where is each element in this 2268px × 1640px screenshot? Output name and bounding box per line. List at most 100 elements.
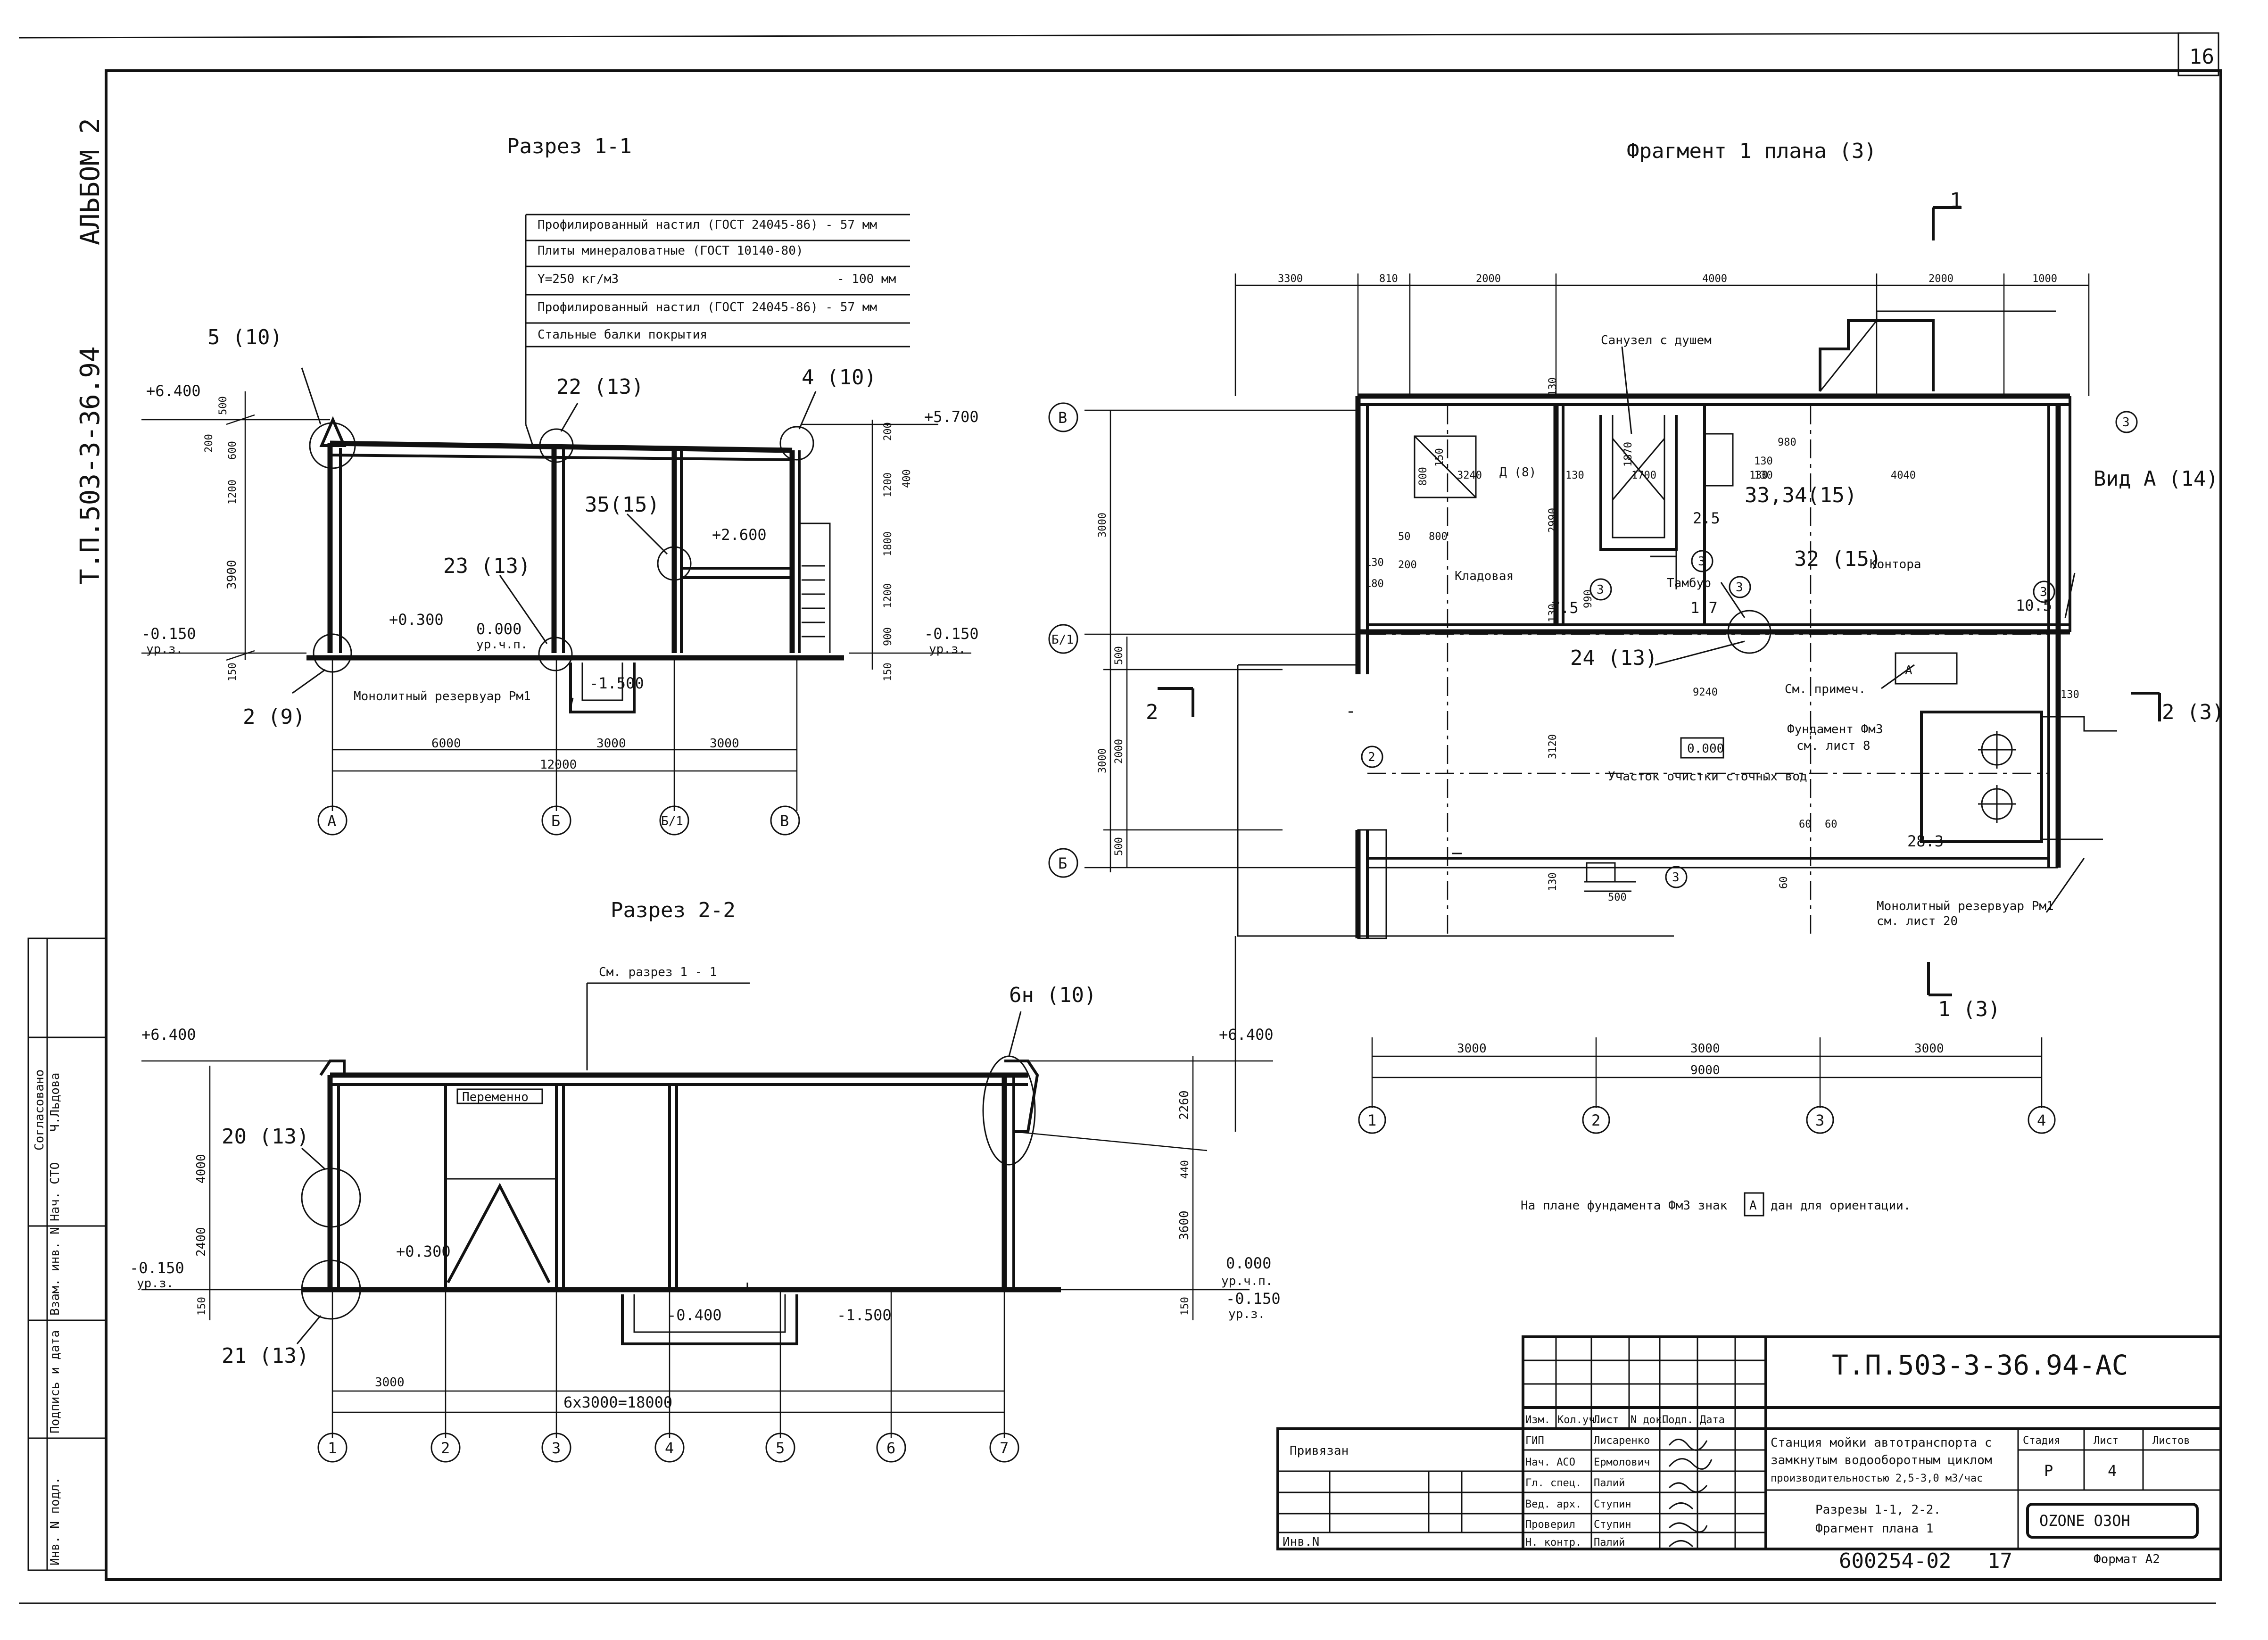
- plan-inner-1700: 1700: [1631, 470, 1656, 481]
- plan-inner-3120: 3120: [1547, 734, 1559, 759]
- dim-right-200: 200: [882, 422, 894, 441]
- level-floor-label: ур.ч.п.: [476, 638, 528, 652]
- tb-inventory: Инв.N: [1283, 1535, 1319, 1549]
- plan-row-axis-b: Б: [1058, 854, 1067, 872]
- dim-2-right-3600: 3600: [1177, 1210, 1192, 1240]
- level-plus-0300: +0.300: [389, 611, 444, 629]
- layer-1: Профилированный настил (ГОСТ 24045-86) -…: [538, 218, 877, 232]
- level-minus-1500: -1.500: [589, 674, 644, 692]
- dim-2-left-2400: 2400: [194, 1227, 208, 1257]
- plan-bottom-3000-b: 3000: [1690, 1042, 1720, 1056]
- dim-bottom-3000-b: 3000: [710, 737, 739, 751]
- level-0000: 0.000: [476, 620, 521, 638]
- callout-4-10: 4 (10): [802, 365, 877, 389]
- dim-left-600: 600: [227, 441, 239, 460]
- dim-2-bottom-18000: 6x3000=18000: [563, 1393, 672, 1411]
- plan-left-3000-a: 3000: [1097, 513, 1109, 538]
- plan-bottom-dims: [1358, 1037, 2056, 1134]
- tb-drawing-1: Разрезы 1-1, 2-2.: [1815, 1503, 1941, 1517]
- axis-b: Б: [551, 812, 560, 830]
- axis-7: 7: [1000, 1439, 1009, 1457]
- strip-head: Нач. СТО: [48, 1162, 62, 1221]
- reservoir-label: Монолитный резервуар Рм1: [354, 689, 531, 704]
- plan-inner-180: 180: [1365, 578, 1384, 590]
- strip-person: Ч.Льдова: [48, 1073, 62, 1132]
- callout-24-13: 24 (13): [1570, 646, 1657, 670]
- mark-2: 2: [1368, 750, 1375, 764]
- section-mark-2-left: 2: [1146, 700, 1159, 724]
- section-2-2-axis-bubbles: [317, 1433, 1019, 1463]
- mark-3-b: 3: [1597, 583, 1604, 597]
- footnote-mark: А: [1749, 1199, 1757, 1213]
- layer-3: Y=250 кг/м3: [538, 272, 619, 286]
- tb-signatures: [1668, 1439, 1713, 1548]
- callout-21-13: 21 (13): [222, 1344, 309, 1368]
- level-plus-5700: +5.700: [924, 408, 979, 426]
- note-foundation-sheet: см. лист 8: [1796, 739, 1871, 753]
- section-1-1-title: Разрез 1-1: [507, 134, 632, 158]
- section-2-2-structure: [296, 1011, 1061, 1345]
- mark-3-e: 3: [2040, 585, 2047, 599]
- level-2-minus-0150-right: -0.150: [1226, 1290, 1281, 1308]
- callout-2-9: 2 (9): [243, 705, 305, 729]
- footnote-before: На плане фундамента Фм3 знак: [1521, 1199, 1728, 1213]
- axis-b1: Б/1: [661, 814, 683, 828]
- room-vestibule: Тамбур: [1667, 576, 1711, 590]
- plan-inner-500: 500: [1608, 892, 1627, 903]
- section-1-1-structure: [292, 367, 844, 713]
- plan-inner-50: 50: [1398, 531, 1411, 543]
- tb-name-6: Палий: [1594, 1537, 1625, 1549]
- section-2-2-dims: [141, 1056, 1273, 1438]
- layer-4: Профилированный настил (ГОСТ 24045-86) -…: [538, 300, 877, 315]
- strip-inventory: Инв. N подл.: [48, 1477, 62, 1565]
- plan-inner-2990: 2990: [1547, 508, 1559, 533]
- tb-header-sheet: Лист: [1594, 1414, 1619, 1426]
- note-reservoir: Монолитный резервуар Рм1: [1877, 899, 2054, 913]
- tb-stage-value: Р: [2044, 1462, 2053, 1480]
- tb-bound: Привязан: [1290, 1444, 1349, 1458]
- dim-right-1200-b: 1200: [882, 583, 894, 608]
- plan-col-axis-4: 4: [2037, 1111, 2046, 1129]
- section-1-1-dims: [141, 391, 971, 811]
- area-office: 10.5: [2016, 596, 2052, 614]
- tb-role-4: Вед. арх.: [1525, 1499, 1581, 1510]
- strip-agreed: Согласовано: [33, 1069, 47, 1151]
- plan-inner-3240: 3240: [1457, 470, 1482, 481]
- plan-inner-60-c: 60: [1778, 877, 1790, 889]
- plan-inner-200: 200: [1398, 559, 1417, 571]
- tb-role-3: Гл. спец.: [1525, 1477, 1581, 1489]
- left-approval-strip: [27, 937, 107, 1571]
- level-2-ground-left: ур.з.: [137, 1276, 174, 1291]
- vertical-code: Т.П.503-3-36.94: [75, 346, 106, 585]
- dim-right-400: 400: [901, 469, 913, 488]
- axis-1: 1: [328, 1439, 337, 1457]
- plan-inner-130-b: 130: [1749, 470, 1768, 481]
- plan-dim-3300: 3300: [1278, 273, 1303, 285]
- footnote-mark-box: [1744, 1192, 1764, 1217]
- tb-name-1: Лисаренко: [1594, 1435, 1650, 1447]
- plan-inner-130-a: 130: [1565, 470, 1584, 481]
- plan-left-500-b: 500: [1113, 837, 1125, 856]
- dim-bottom-12000: 12000: [540, 758, 577, 772]
- level-2-0000: 0.000: [1226, 1254, 1271, 1272]
- mark-3-d: 3: [1736, 580, 1743, 595]
- plan-dim-810: 810: [1379, 273, 1398, 285]
- plan-inner-130-c: 130: [1754, 470, 1773, 481]
- area-bathroom: 2.5: [1693, 509, 1720, 527]
- dim-right-1200-a: 1200: [882, 472, 894, 497]
- tb-archive-number: 600254-02: [1839, 1549, 1951, 1573]
- callout-23-13: 23 (13): [443, 554, 530, 578]
- dim-right-900: 900: [882, 627, 894, 646]
- level-2-plus-6400-right: +6.400: [1219, 1026, 1274, 1044]
- mark-3-c: 3: [1698, 555, 1705, 569]
- tb-org-logo: OZONE ОЗОН: [2039, 1512, 2130, 1530]
- plan-inner-130-h: 130: [2061, 689, 2079, 701]
- level-minus-0150-right: -0.150: [924, 625, 979, 643]
- plan-level: 0.000: [1687, 742, 1724, 756]
- plan-inner-130-d: 130: [1365, 557, 1384, 569]
- plan-inner-130-i: 130: [1754, 456, 1773, 467]
- area-treatment: 28.3: [1907, 832, 1944, 850]
- plan-inner-4040: 4040: [1891, 470, 1916, 481]
- plan-title: Фрагмент 1 плана (3): [1627, 139, 1877, 163]
- plan-inner-150: 150: [1434, 448, 1446, 467]
